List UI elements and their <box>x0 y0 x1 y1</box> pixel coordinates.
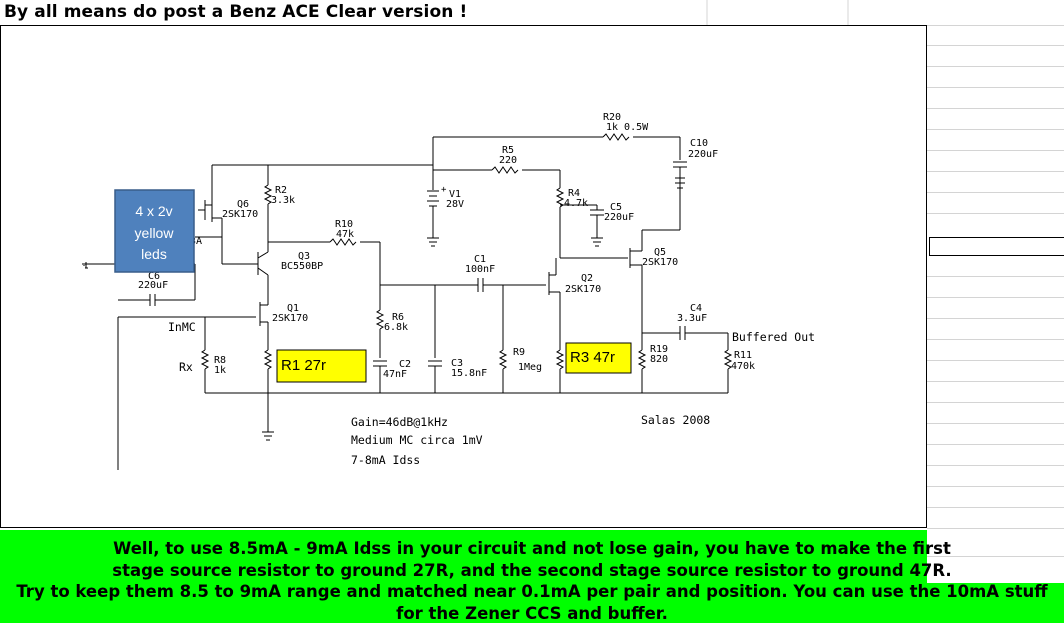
r9-label: R9 <box>513 347 525 358</box>
message-line-4: for the Zener CCS and buffer. <box>0 603 1064 624</box>
c2-value: 47nF <box>383 369 407 380</box>
r2-value: 3.3k <box>271 195 295 206</box>
message-text: Well, to use 8.5mA - 9mA Idss in your ci… <box>0 538 1064 624</box>
r4-value: 4.7k <box>564 198 588 209</box>
r8-value: 1k <box>214 365 226 376</box>
rx-label: Rx <box>179 360 193 374</box>
message-line-1: Well, to use 8.5mA - 9mA Idss in your ci… <box>0 538 1064 560</box>
r19-value: 820 <box>650 354 668 365</box>
r11-value: 470k <box>731 361 755 372</box>
q5-value: 2SK170 <box>642 257 678 268</box>
q6-value: 2SK170 <box>222 209 258 220</box>
r3-highlight-text: R3 47r <box>570 349 615 366</box>
c10-label: C10 <box>690 138 708 149</box>
r10-value: 47k <box>336 229 354 240</box>
c5-value: 220uF <box>604 212 634 223</box>
q1-value: 2SK170 <box>272 313 308 324</box>
v1-value: 28V <box>446 199 464 210</box>
mc-note: Medium MC circa 1mV <box>351 433 483 447</box>
r3-highlight: R3 47r <box>566 343 631 373</box>
message-line-2: stage source resistor to ground 27R, and… <box>0 560 1064 582</box>
q2-value: 2SK170 <box>565 284 601 295</box>
c3-value: 15.8nF <box>451 368 487 379</box>
r1-highlight: R1 27r <box>277 350 366 382</box>
led-box: 4 x 2v yellow leds <box>115 190 194 272</box>
idss-note: 7-8mA Idss <box>351 453 420 467</box>
c6-value: 220uF <box>138 280 168 291</box>
led-box-line2: yellow <box>135 225 175 241</box>
buffered-out-label: Buffered Out <box>732 330 815 344</box>
message-line-3: Try to keep them 8.5 to 9mA range and ma… <box>0 581 1064 603</box>
q2-label: Q2 <box>581 273 593 284</box>
c10-value: 220uF <box>688 149 718 160</box>
gain-note: Gain=46dB@1kHz <box>351 415 448 429</box>
author-label: Salas 2008 <box>641 413 710 427</box>
r6-value: 6.8k <box>384 322 408 333</box>
r11-label: R11 <box>734 350 752 361</box>
r5-value: 220 <box>499 155 517 166</box>
v1-plus: + <box>441 185 447 195</box>
inmc-label: InMC <box>168 320 196 334</box>
r20-value: 1k 0.5W <box>606 122 649 133</box>
r9-value: 1Meg <box>518 362 542 373</box>
q3-value: BC550BP <box>281 261 323 272</box>
led-box-line1: 4 x 2v <box>135 203 172 219</box>
r1-highlight-text: R1 27r <box>281 357 326 374</box>
led-box-line3: leds <box>141 246 167 262</box>
c1-value: 100nF <box>465 264 495 275</box>
c4-value: 3.3uF <box>677 313 707 324</box>
